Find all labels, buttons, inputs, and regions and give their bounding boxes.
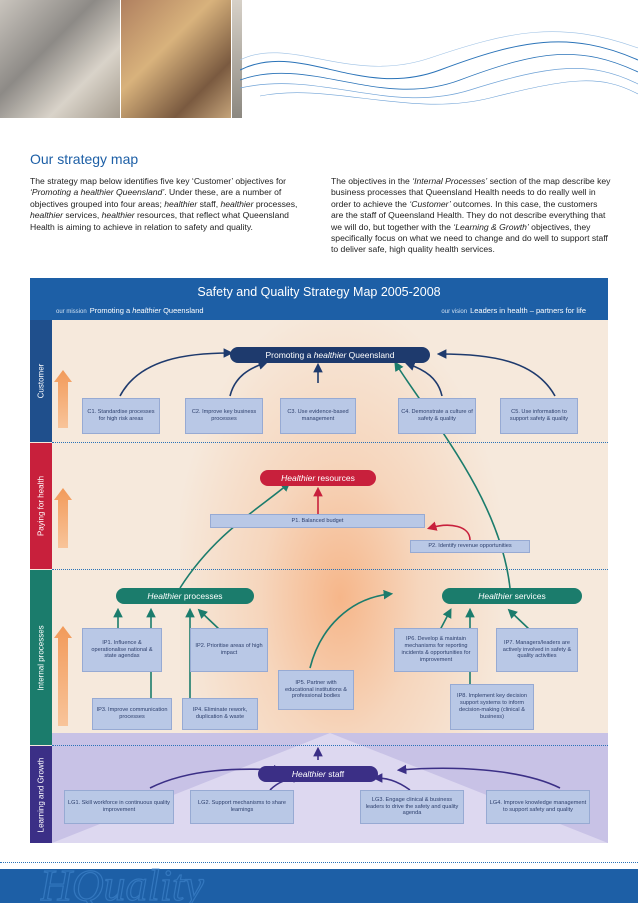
footer-divider: [0, 862, 638, 863]
mission-text-italic: healthier: [132, 306, 161, 315]
intro-right-paragraph: The objectives in the ‘Internal Processe…: [331, 176, 611, 256]
pill-healthier-services: Healthier services: [442, 588, 582, 604]
paragraph-run: The objectives in the: [331, 176, 413, 186]
objective-ip4: IP4. Eliminate rework, duplication & was…: [182, 698, 258, 730]
paragraph-run: staff,: [197, 198, 221, 209]
map-title: Safety and Quality Strategy Map 2005-200…: [197, 285, 441, 299]
objective-ip2: IP2. Prioritise areas of high impact: [190, 628, 268, 672]
paragraph-run: objectives, they specifically focus on w…: [331, 221, 608, 255]
objective-c5: C5. Use information to support safety & …: [500, 398, 578, 434]
paragraph-run: processes,: [253, 198, 298, 209]
pill-text: resources: [315, 473, 355, 483]
paragraph-run: services,: [62, 210, 102, 221]
pill-text-italic: healthier: [313, 350, 347, 360]
paragraph-run: section of the map describe key business…: [331, 176, 611, 209]
pill-text: processes: [181, 591, 223, 601]
svg-text:HQuality: HQuality: [40, 866, 204, 903]
footer-bar: [0, 869, 638, 903]
mission-text-post: Queensland: [161, 306, 204, 315]
header-wave-decoration: [240, 31, 638, 105]
pill-text: Promoting a: [265, 350, 314, 360]
page-title: Our strategy map: [30, 151, 139, 167]
paragraph-italic-run: ‘Promoting a healthier Queensland’: [30, 187, 165, 198]
pill-text: Queensland: [346, 350, 395, 360]
pill-text-italic: Healthier: [291, 769, 326, 779]
objective-lg2: LG2. Support mechanisms to share learnin…: [190, 790, 294, 824]
paragraph-italic-run: healthier: [220, 198, 254, 209]
divider-internal: [52, 745, 608, 746]
pill-text: staff: [325, 769, 345, 779]
header-photo-doctor-child: [121, 0, 231, 118]
objective-ip6: IP6. Develop & maintain mechanisms for r…: [394, 628, 478, 672]
objective-lg4: LG4. Improve knowledge management to sup…: [486, 790, 590, 824]
header-photo-nurse: [0, 0, 120, 118]
paragraph-italic-run: healthier: [164, 198, 198, 209]
objective-c4: C4. Demonstrate a culture of safety & qu…: [398, 398, 476, 434]
pill-healthier-processes: Healthier processes: [116, 588, 254, 604]
objective-ip1: IP1. Influence & operationalise national…: [82, 628, 162, 672]
strategy-map: Safety and Quality Strategy Map 2005-200…: [30, 278, 608, 843]
vision-text: Leaders in health – partners for life: [470, 306, 586, 315]
paragraph-run: . Under these, are a number of objective…: [30, 187, 282, 209]
objective-p1: P1. Balanced budget: [210, 514, 425, 528]
header-photo-edge: [232, 0, 242, 118]
divider-customer: [52, 442, 608, 443]
pill-healthier-staff: Healthier staff: [258, 766, 378, 782]
learning-band: Learning and Growth: [30, 746, 52, 843]
pill-text: services: [512, 591, 546, 601]
map-connectors: [54, 348, 561, 791]
paragraph-italic-run: ‘Internal Processes’: [412, 176, 488, 186]
objective-ip8: IP8. Implement key decision support syst…: [450, 684, 534, 730]
objective-ip7: IP7. Managers/leaders are actively invol…: [496, 628, 578, 672]
paragraph-italic-run: ‘Learning & Growth’: [453, 221, 529, 232]
paragraph-run: resources, that reflect what Queensland …: [30, 210, 289, 232]
paragraph-italic-run: healthier: [30, 210, 63, 221]
pill-text-italic: Healthier: [147, 591, 182, 601]
objective-lg3: LG3. Engage clinical & business leaders …: [360, 790, 464, 824]
paragraph-run: The strategy map below identifies five k…: [30, 176, 287, 186]
objective-ip3: IP3. Improve communication processes: [92, 698, 172, 730]
pill-healthier-resources: Healthier resources: [260, 470, 376, 486]
pill-text-italic: Healthier: [478, 591, 513, 601]
objective-c2: C2. Improve key business processes: [185, 398, 263, 434]
mission-text-pre: Promoting a: [89, 306, 133, 315]
objective-ip5: IP5. Partner with educational institutio…: [278, 670, 354, 710]
paragraph-run: outcomes. In this case, the customers ar…: [331, 198, 606, 232]
customer-band: Customer: [30, 320, 52, 442]
objective-c1: C1. Standardise processes for high risk …: [82, 398, 160, 434]
objective-c3: C3. Use evidence-based management: [280, 398, 356, 434]
divider-paying: [52, 569, 608, 570]
map-header: Safety and Quality Strategy Map 2005-200…: [30, 278, 608, 320]
paying-band: Paying for health: [30, 443, 52, 569]
paragraph-italic-run: healthier: [101, 210, 135, 221]
objective-lg1: LG1. Skill workforce in continuous quali…: [64, 790, 174, 824]
pill-promoting-healthier-queensland: Promoting a healthier Queensland: [230, 347, 430, 363]
mission-label: our mission: [56, 309, 87, 315]
intro-left-paragraph: The strategy map below identifies five k…: [30, 176, 305, 233]
footer-watermark: HQuality: [40, 866, 205, 903]
pill-text-italic: Healthier: [281, 473, 316, 483]
internal-band: Internal processes: [30, 570, 52, 745]
paragraph-italic-run: ‘Customer’: [409, 198, 451, 209]
objective-p2: P2. Identify revenue opportunities: [410, 540, 530, 553]
vision-label: our vision: [441, 309, 468, 315]
